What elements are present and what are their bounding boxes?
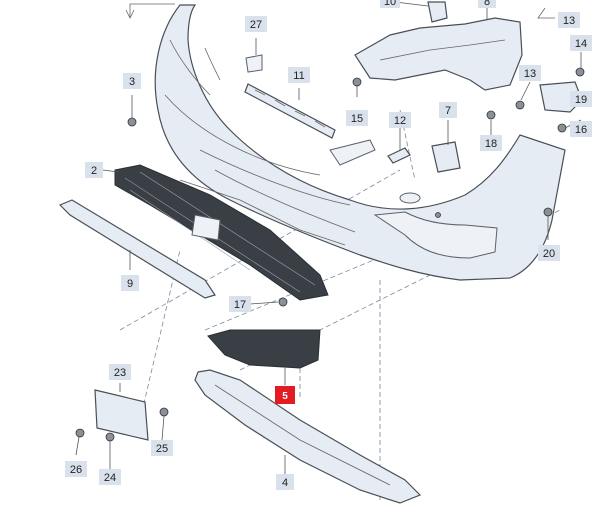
callout-17-text: 17 <box>234 299 246 311</box>
callout-3: 3 <box>123 73 141 89</box>
callout-13b-text: 13 <box>524 68 536 80</box>
callout-17: 17 <box>229 296 251 312</box>
callout-13a: 13 <box>558 12 580 28</box>
callout-18: 18 <box>480 135 502 151</box>
callout-23-text: 23 <box>114 367 126 379</box>
callout-13a-text: 13 <box>563 15 575 27</box>
part-7-cover <box>431 141 461 173</box>
callout-14-text: 14 <box>575 38 587 50</box>
part-4-spoiler <box>194 369 422 504</box>
callout-2-text: 2 <box>91 165 97 177</box>
callout-5: 5 <box>275 386 295 404</box>
part-10-clip <box>427 1 448 23</box>
part-9-trim <box>58 199 216 299</box>
callout-4-text: 4 <box>282 477 288 489</box>
callout-25-text: 25 <box>156 443 168 455</box>
part-27-clip <box>245 54 263 73</box>
callout-19-text: 19 <box>575 94 587 106</box>
callout-14: 14 <box>570 35 592 51</box>
part-11-strip <box>244 83 336 139</box>
callout-9-text: 9 <box>127 278 133 290</box>
top-left-arrow <box>125 9 135 19</box>
callout-26-text: 26 <box>70 464 82 476</box>
callout-4: 4 <box>276 474 294 490</box>
callout-27: 27 <box>245 16 267 32</box>
callout-12-text: 12 <box>394 115 406 127</box>
callout-20: 20 <box>538 245 560 261</box>
part-5-lower-grille <box>207 329 321 369</box>
callout-15-text: 15 <box>351 113 363 125</box>
part-2-grille <box>114 164 329 301</box>
callout-24: 24 <box>99 469 121 485</box>
callout-3-text: 3 <box>129 76 135 88</box>
callout-8-text: 8 <box>484 0 490 8</box>
callout-25: 25 <box>151 440 173 456</box>
callout-10: 10 <box>380 0 400 8</box>
part-23-plate <box>94 389 149 441</box>
leader-lines <box>75 1 582 475</box>
bumper-cover <box>154 4 566 281</box>
callout-24-text: 24 <box>104 472 116 484</box>
callout-15: 15 <box>346 110 368 126</box>
callout-12: 12 <box>389 112 411 128</box>
callout-8: 8 <box>478 0 496 8</box>
fasteners <box>75 67 585 442</box>
callout-5-text: 5 <box>282 391 288 402</box>
part-8-bracket <box>354 17 523 91</box>
callout-13b: 13 <box>519 65 541 81</box>
callout-27-text: 27 <box>250 19 262 31</box>
callout-16-text: 16 <box>575 124 587 136</box>
callout-18-text: 18 <box>485 138 497 150</box>
callout-2: 2 <box>85 162 103 178</box>
top-left-bracket <box>129 3 175 18</box>
part-12-cover <box>387 147 411 164</box>
callout-11-text: 11 <box>293 70 304 82</box>
callout-26: 26 <box>65 461 87 477</box>
callout-23: 23 <box>109 364 131 380</box>
callout-7: 7 <box>439 102 457 118</box>
callout-7-text: 7 <box>445 105 451 117</box>
callout-11: 11 <box>288 67 310 83</box>
callout-19: 19 <box>570 91 592 107</box>
callout-9: 9 <box>121 275 139 291</box>
callout-16: 16 <box>570 121 592 137</box>
callout-20-text: 20 <box>543 248 555 260</box>
callout-10-text: 10 <box>384 0 396 8</box>
